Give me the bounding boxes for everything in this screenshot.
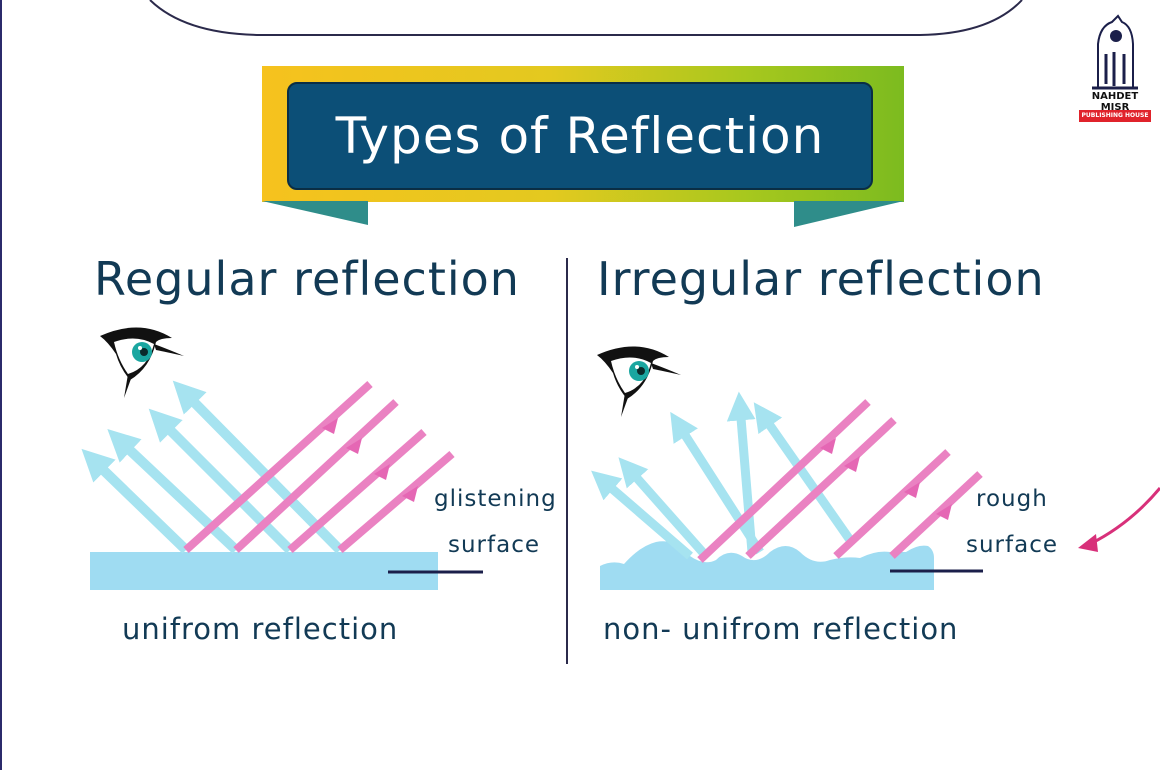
irregular-caption: non- unifrom reflection (603, 612, 959, 646)
regular-heading: Regular reflection (94, 252, 520, 306)
regular-incident-rays (183, 381, 455, 554)
curved-arrow-icon (1078, 487, 1160, 552)
irregular-reflected-rays (591, 391, 854, 560)
irregular-surface (600, 541, 934, 590)
regular-surface (90, 552, 438, 590)
regular-surface-label-2: surface (448, 532, 541, 558)
frame-border (0, 0, 2, 770)
banner-ribbon-right (794, 201, 904, 227)
logo-name: NAHDET MISR (1091, 91, 1139, 113)
irregular-incident-rays (697, 399, 983, 563)
logo-subtitle: PUBLISHING HOUSE (1079, 110, 1151, 122)
regular-surface-label-1: glistening (434, 486, 557, 512)
eye-icon (100, 327, 184, 398)
irregular-surface-label-2: surface (966, 532, 1059, 558)
irregular-incident-arrowheads (820, 438, 952, 520)
irregular-heading: Irregular reflection (597, 252, 1045, 306)
regular-caption: unifrom reflection (122, 612, 399, 646)
publisher-logo: NAHDET MISR PUBLISHING HOUSE (1078, 14, 1152, 126)
pharaoh-statue-icon (1092, 14, 1138, 90)
title-box: Types of Reflection (287, 82, 873, 190)
banner-ribbon-left (262, 201, 368, 225)
eye-icon (597, 346, 681, 417)
section-divider (566, 258, 568, 664)
top-frame-arc (149, 0, 1023, 36)
regular-incident-arrowheads (322, 418, 418, 502)
irregular-surface-label-1: rough (976, 486, 1048, 512)
page-title: Types of Reflection (335, 107, 825, 165)
